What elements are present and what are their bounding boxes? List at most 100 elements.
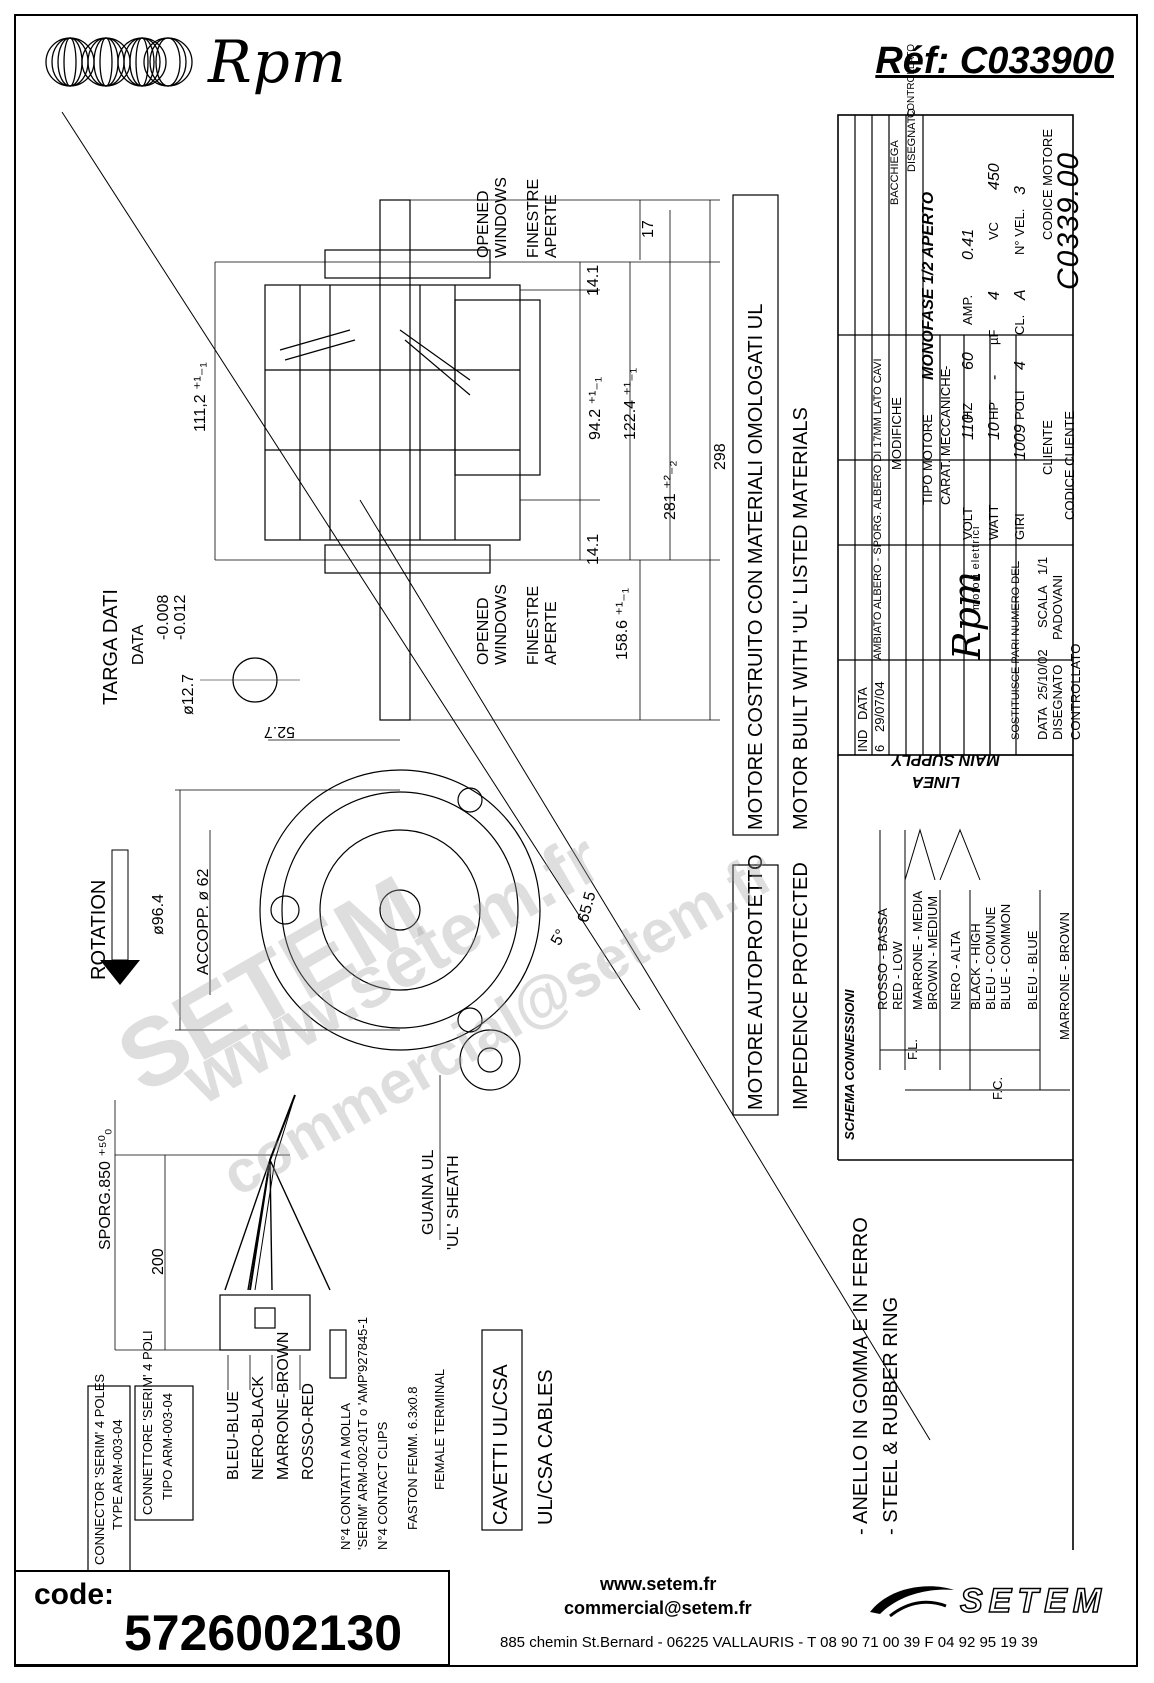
- dim-850: SPORG.850 ⁺⁵⁰₀: [97, 1128, 114, 1250]
- footer-url[interactable]: www.setem.fr: [600, 1574, 717, 1594]
- lead-black-en: BLACK - HIGH: [968, 923, 983, 1010]
- shaft-tol-top: -0.008: [155, 594, 172, 640]
- guaina-ul-label: GUAINA UL: [420, 1149, 437, 1235]
- code-value: 5726002130: [124, 1605, 403, 1661]
- spec-cl-label: CL.: [1012, 314, 1027, 335]
- lead-brown-en: BROWN - MEDIUM: [925, 895, 940, 1010]
- spec-hp-label: HP: [986, 401, 1001, 420]
- impedence-label: IMPEDENCE PROTECTED: [790, 862, 812, 1110]
- schema-linea: LINEA: [912, 773, 960, 790]
- spec-vc-label: VC: [986, 221, 1001, 240]
- wire-brown: MARRONE-BROWN: [275, 1331, 292, 1480]
- dim-94-2: 94.2 ⁺¹₋₁: [587, 376, 604, 440]
- dim-96-4: ø96.4: [150, 894, 167, 935]
- spec-hz-value: 60: [960, 352, 977, 370]
- carat-value: -: [938, 365, 953, 370]
- spec-hz-label: HZ: [960, 402, 975, 420]
- cavetti-label: CAVETTI UL/CSA: [490, 1364, 512, 1525]
- ul-materials-en: MOTOR BUILT WITH 'UL' LISTED MATERIALS: [790, 407, 812, 830]
- spec-watt-value: 10: [986, 422, 1003, 440]
- data-value-tb: 25/10/02: [1035, 649, 1050, 700]
- tipo-motore-label: TIPO MOTORE: [920, 414, 935, 505]
- lead-red-en: RED - LOW: [890, 941, 905, 1010]
- rev-ind-header: IND: [855, 729, 870, 752]
- targa-dati-label: TARGA DATI: [100, 589, 122, 705]
- dim-122-4: 122.4 ⁺¹₋₁: [622, 367, 639, 440]
- cliente-label: CLIENTE: [1040, 420, 1055, 475]
- controllato-label: CONTROLLATO: [1068, 643, 1083, 740]
- data-label-tb: DATA: [1035, 707, 1050, 740]
- cables-label: UL/CSA CABLES: [535, 1369, 557, 1525]
- dim-14-1-top: 14.1: [585, 264, 602, 296]
- spec-vel-label: N° VEL.: [1012, 208, 1027, 255]
- rev-data-header: DATA: [855, 687, 870, 720]
- shaft-tol-bottom: -0.012: [172, 594, 189, 640]
- code-box: code: 5726002130: [14, 1570, 450, 1666]
- footer-email[interactable]: commercial@setem.fr: [564, 1598, 752, 1618]
- wire-red: ROSSO-RED: [300, 1383, 317, 1480]
- spec-giri-label: GIRI: [1012, 513, 1027, 540]
- scala-label: SCALA: [1035, 585, 1050, 628]
- lead-common-it: BLEU - COMUNE: [983, 906, 998, 1010]
- modifiche-header: MODIFICHE: [889, 397, 904, 470]
- shaft-diameter: ø12.7: [180, 674, 197, 715]
- carat-label: CARAT. MECCANICHE: [938, 368, 953, 505]
- opened-windows-bottom: OPENED WINDOWS: [475, 584, 510, 665]
- drawing-frame: [14, 14, 1138, 1667]
- lead-blue: BLEU - BLUE: [1025, 930, 1040, 1010]
- contacts-part: 'SERIM' ARM-002-01T o 'AMP'927845-1: [355, 1317, 370, 1550]
- setem-logo-word: SETEM: [959, 1581, 1108, 1621]
- faston-it: FASTON FEMM. 6.3x0.8: [405, 1386, 420, 1530]
- connector-it-line2: TIPO ARM-003-04: [160, 1393, 175, 1500]
- ul-materials-it: MOTORE COSTRUITO CON MATERIALI OMOLOGATI…: [745, 303, 767, 830]
- spec-amp-value: 0.41: [960, 228, 977, 260]
- reference-number: Réf: C033900: [875, 40, 1114, 82]
- dim-17: 17: [640, 220, 657, 238]
- spec-uf-value: 4: [986, 291, 1003, 300]
- ul-sheath-label: 'UL' SHEATH: [445, 1155, 462, 1250]
- rotation-arrow-icon: [100, 849, 140, 985]
- dim-62: ACCOPP. ø 62: [195, 868, 212, 975]
- rev-text: AMBIATO ALBERO - SPORG. ALBERO DI 17MM L…: [872, 358, 884, 660]
- footer: www.setem.fr commercial@setem.fr SETEM 8…: [480, 1570, 1130, 1666]
- contacts-it: N°4 CONTATTI A MOLLA: [338, 1402, 353, 1550]
- disegnato-value: PADOVANI: [1050, 574, 1065, 640]
- spec-cl-value: A: [1012, 289, 1029, 300]
- dim-111-2: 111,2 ⁺¹₋₁: [192, 362, 209, 432]
- connector-en-line2: TYPE ARM-003-04: [110, 1419, 125, 1530]
- spec-poli-label: POLI: [1012, 390, 1027, 420]
- anello-label: - ANELLO IN GOMMA E IN FERRO: [850, 1217, 872, 1535]
- lead-common-en: BLUE - COMMON: [998, 903, 1013, 1010]
- dim-52-7: 52.7: [263, 723, 295, 740]
- dim-14-1-bottom: 14.1: [585, 533, 602, 565]
- spec-vel-value: 3: [1012, 186, 1029, 195]
- lead-brown-it: MARRONE - MEDIA: [910, 890, 925, 1010]
- schema-main-supply: MAIN SUPPLY: [891, 751, 1000, 768]
- lead-brown2: MARRONE - BROWN: [1057, 912, 1072, 1040]
- dim-281: 281 ⁺²₋₂: [662, 460, 679, 520]
- sostituisce-label: SOSTITUISCE PARI NUMERO DEL: [1010, 562, 1022, 740]
- code-label: code:: [34, 1578, 115, 1611]
- data-label: DATA: [130, 624, 147, 665]
- connector-en-line1: CONNECTOR 'SERIM' 4 POLES: [92, 1373, 107, 1565]
- faston-en: FEMALE TERMINAL: [432, 1368, 447, 1490]
- codice-cliente-label: CODICE CLIENTE: [1062, 410, 1077, 520]
- spec-poli-value: 4: [1012, 361, 1029, 370]
- scala-value: 1/1: [1035, 556, 1050, 575]
- spec-amp-label: AMP.: [960, 294, 975, 325]
- controllato-header: CONTROLLATO: [906, 43, 917, 118]
- spec-giri-value: 1009: [1012, 424, 1029, 460]
- dim-298: 298: [712, 443, 729, 470]
- rotation-label: ROTATION: [88, 879, 110, 980]
- autoprotetto-label: MOTORE AUTOPROTETTO: [745, 854, 767, 1110]
- steel-ring-label: - STEEL & RUBBER RING: [880, 1296, 902, 1535]
- codice-motore-value: C0339.00: [1052, 151, 1085, 290]
- setem-swoosh-icon: [870, 1586, 954, 1618]
- finestre-aperte-top: FINESTRE APERTE: [525, 178, 560, 258]
- spec-watt-label: WATT: [986, 504, 1001, 540]
- footer-address: 885 chemin St.Bernard - 06225 VALLAURIS …: [500, 1634, 1038, 1651]
- lead-black-it: NERO - ALTA: [948, 931, 963, 1010]
- wire-blue: BLEU-BLUE: [225, 1391, 242, 1480]
- schema-fc: F.C.: [990, 1076, 1005, 1100]
